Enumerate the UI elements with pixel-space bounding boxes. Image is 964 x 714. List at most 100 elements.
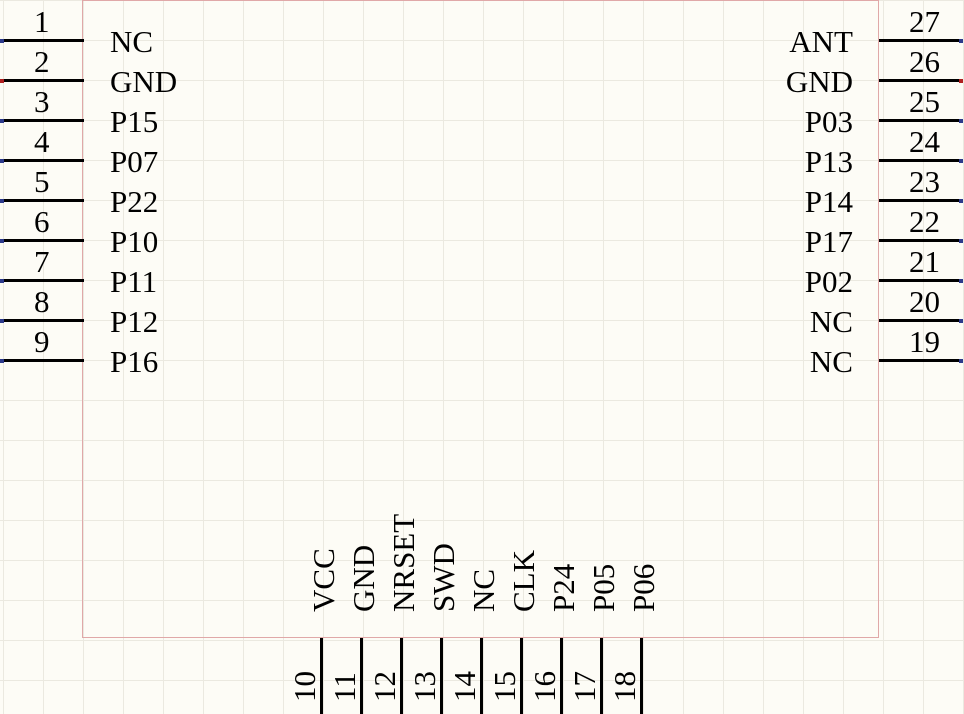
pin-24-number: 24 <box>909 124 940 159</box>
pin-8-name: P12 <box>110 304 159 339</box>
pin-21-line[interactable] <box>879 279 961 282</box>
pin-7-end[interactable] <box>0 279 4 283</box>
pin-18-name: P06 <box>626 563 661 612</box>
pin-10-number: 10 <box>287 671 322 702</box>
pin-23-name: P14 <box>804 184 853 219</box>
pin-18-line[interactable] <box>640 638 643 714</box>
pin-17-line[interactable] <box>600 638 603 714</box>
pin-6-name: P10 <box>110 224 159 259</box>
pin-20-end[interactable] <box>959 319 963 323</box>
pin-27-number: 27 <box>909 4 940 39</box>
pin-12-number: 12 <box>367 671 402 702</box>
pin-26-number: 26 <box>909 44 940 79</box>
pin-12-line[interactable] <box>400 638 403 714</box>
pin-11-name: GND <box>346 544 381 612</box>
pin-1-end[interactable] <box>0 39 4 43</box>
pin-25-number: 25 <box>909 84 940 119</box>
pin-17-name: P05 <box>586 563 621 612</box>
pin-19-name: NC <box>809 344 853 379</box>
pin-19-end[interactable] <box>959 359 963 363</box>
pin-7-name: P11 <box>110 264 158 299</box>
pin-20-line[interactable] <box>879 319 961 322</box>
pin-4-number: 4 <box>34 124 50 159</box>
pin-3-end[interactable] <box>0 119 4 123</box>
pin-23-line[interactable] <box>879 199 961 202</box>
pin-2-number: 2 <box>34 44 50 79</box>
pin-6-line[interactable] <box>2 239 84 242</box>
pin-6-end[interactable] <box>0 239 4 243</box>
pin-12-name: NRSET <box>386 513 421 612</box>
pin-22-number: 22 <box>909 204 940 239</box>
pin-15-line[interactable] <box>520 638 523 714</box>
pin-4-name: P07 <box>110 144 159 179</box>
pin-23-end[interactable] <box>959 199 963 203</box>
pin-8-end[interactable] <box>0 319 4 323</box>
pin-5-name: P22 <box>110 184 159 219</box>
pin-4-end[interactable] <box>0 159 4 163</box>
pin-13-name: SWD <box>426 543 461 612</box>
pin-26-line[interactable] <box>879 79 961 82</box>
pin-24-name: P13 <box>804 144 853 179</box>
pin-27-end[interactable] <box>959 39 963 43</box>
pin-5-number: 5 <box>34 164 50 199</box>
pin-24-line[interactable] <box>879 159 961 162</box>
pin-3-name: P15 <box>110 104 159 139</box>
component-body[interactable] <box>82 0 879 638</box>
pin-3-line[interactable] <box>2 119 84 122</box>
pin-23-number: 23 <box>909 164 940 199</box>
pin-15-name: CLK <box>506 550 541 612</box>
pin-20-number: 20 <box>909 284 940 319</box>
pin-9-number: 9 <box>34 324 50 359</box>
pin-16-number: 16 <box>527 671 562 702</box>
pin-13-number: 13 <box>407 671 442 702</box>
pin-9-name: P16 <box>110 344 159 379</box>
pin-22-line[interactable] <box>879 239 961 242</box>
pin-13-line[interactable] <box>440 638 443 714</box>
pin-25-name: P03 <box>804 104 853 139</box>
pin-22-name: P17 <box>804 224 853 259</box>
pin-8-line[interactable] <box>2 319 84 322</box>
pin-17-number: 17 <box>567 671 602 702</box>
pin-14-line[interactable] <box>480 638 483 714</box>
pin-9-line[interactable] <box>2 359 84 362</box>
pin-22-end[interactable] <box>959 239 963 243</box>
pin-18-number: 18 <box>607 671 642 702</box>
pin-25-end[interactable] <box>959 119 963 123</box>
pin-27-name: ANT <box>789 24 853 59</box>
pin-16-line[interactable] <box>560 638 563 714</box>
pin-19-line[interactable] <box>879 359 961 362</box>
pin-10-name: VCC <box>306 548 341 612</box>
pin-10-line[interactable] <box>320 638 323 714</box>
pin-9-end[interactable] <box>0 359 4 363</box>
pin-24-end[interactable] <box>959 159 963 163</box>
pin-2-line[interactable] <box>2 79 84 82</box>
pin-7-number: 7 <box>34 244 50 279</box>
pin-5-end[interactable] <box>0 199 4 203</box>
pin-25-line[interactable] <box>879 119 961 122</box>
pin-11-number: 11 <box>327 672 362 702</box>
pin-7-line[interactable] <box>2 279 84 282</box>
pin-15-number: 15 <box>487 671 522 702</box>
pin-1-name: NC <box>110 24 154 59</box>
pin-21-name: P02 <box>804 264 853 299</box>
pin-16-name: P24 <box>546 563 581 612</box>
pin-11-line[interactable] <box>360 638 363 714</box>
pin-1-line[interactable] <box>2 39 84 42</box>
pin-21-number: 21 <box>909 244 940 279</box>
pin-20-name: NC <box>809 304 853 339</box>
pin-6-number: 6 <box>34 204 50 239</box>
pin-27-line[interactable] <box>879 39 961 42</box>
pin-26-end[interactable] <box>959 79 963 83</box>
pin-2-name: GND <box>110 64 178 99</box>
pin-14-number: 14 <box>447 671 482 702</box>
pin-19-number: 19 <box>909 324 940 359</box>
pin-2-end[interactable] <box>0 79 4 83</box>
pin-26-name: GND <box>785 64 853 99</box>
pin-21-end[interactable] <box>959 279 963 283</box>
pin-14-name: NC <box>466 568 501 612</box>
pin-1-number: 1 <box>34 4 50 39</box>
pin-4-line[interactable] <box>2 159 84 162</box>
pin-8-number: 8 <box>34 284 50 319</box>
pin-5-line[interactable] <box>2 199 84 202</box>
